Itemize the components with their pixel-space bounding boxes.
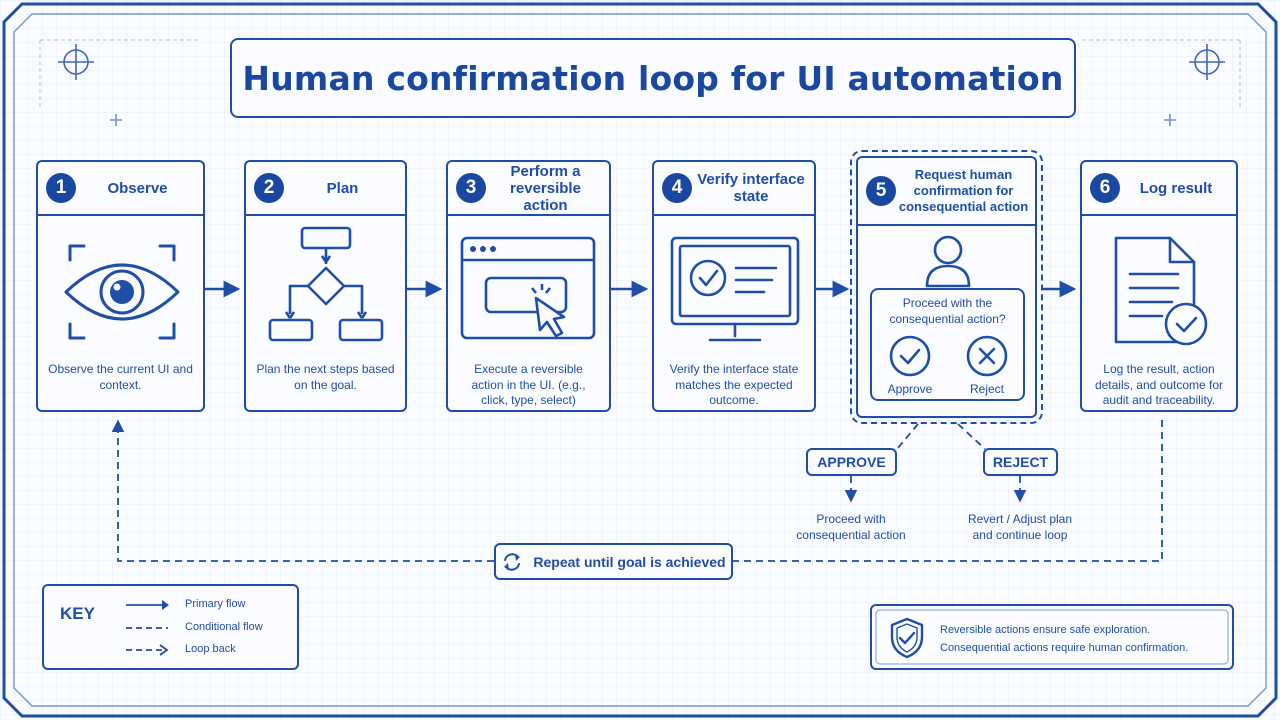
step-observe-card: 1 Observe Observe the current UI and con… [36,160,205,412]
step-title: Request human confirmation for consequen… [898,167,1029,214]
step-reversible-action-card: 3 Perform a reversible action Execute a … [446,160,611,412]
step-title: Perform a reversible action [510,162,581,214]
loop-back-text: Repeat until goal is achieved [533,553,726,570]
step-header: 1 Observe [38,162,203,216]
step-number-badge: 6 [1090,173,1120,203]
loop-back-label: Repeat until goal is achieved [494,543,733,580]
step-description: Execute a reversible action in the UI. (… [471,362,586,407]
step-description: Plan the next steps based on the goal. [256,362,395,392]
step-description: Observe the current UI and context. [48,362,193,392]
reject-option[interactable]: Reject [957,334,1017,398]
step-plan-card: 2 Plan Plan the next steps based on the … [244,160,407,412]
step-title: Plan [326,179,359,197]
shield-check-icon [890,617,924,659]
safety-note: Reversible actions ensure safe explorati… [870,604,1234,670]
step-title: Observe [107,179,168,197]
legend-line-samples [126,600,169,656]
diagram-title: Human confirmation loop for UI automatio… [230,38,1076,118]
monitor-check-icon [670,236,800,342]
legend-key: KEY Primary flow Conditional flow Loop b… [42,584,299,670]
reject-x-icon [966,335,1008,377]
legend-loop-back: Loop back [185,643,236,655]
step-description: Verify the interface state matches the e… [669,362,799,407]
step-number-badge: 1 [46,173,76,203]
refresh-icon [504,552,521,571]
step-header: 4 Verify interface state [654,162,814,216]
step-title: Log result [1139,179,1213,197]
step-human-confirmation-card: 5 Request human confirmation for consequ… [850,150,1043,424]
legend-primary-flow: Primary flow [185,598,246,610]
approve-outcome: Proceed with consequential action [796,512,906,542]
approve-branch-label: APPROVE [806,448,897,476]
approve-check-icon [889,335,931,377]
step-number-badge: 4 [662,173,692,203]
step-header: 5 Request human confirmation for consequ… [858,158,1035,226]
step-description: Log the result, action details, and outc… [1094,362,1224,407]
reject-branch-label: REJECT [983,448,1058,476]
approve-label: Approve [887,382,933,396]
eye-icon [64,244,180,340]
step-number-badge: 5 [866,176,896,206]
reject-label: Reject [969,382,1004,396]
confirmation-prompt: Proceed with the consequential action? [889,296,1006,326]
document-check-icon [1114,236,1208,346]
step-log-result-card: 6 Log result Log the result, action deta… [1080,160,1238,412]
browser-click-icon [460,236,596,340]
note-line-2: Consequential actions require human conf… [940,642,1189,654]
step-number-badge: 2 [254,173,284,203]
legend-conditional-flow: Conditional flow [185,621,263,633]
flowchart-icon [268,226,384,342]
step-human-confirmation-inner: 5 Request human confirmation for consequ… [856,156,1037,418]
step-header: 3 Perform a reversible action [448,162,609,216]
confirmation-dialog: Proceed with the consequential action? A… [870,288,1025,401]
step-verify-card: 4 Verify interface state Verify the inte… [652,160,816,412]
reject-outcome: Revert / Adjust plan and continue loop [967,512,1073,542]
person-icon [925,235,971,288]
step-header: 2 Plan [246,162,405,216]
step-header: 6 Log result [1082,162,1236,216]
step-title: Verify interface state [697,171,805,205]
note-frame-accent [875,609,1229,665]
legend-title: KEY [60,604,95,623]
step-number-badge: 3 [456,173,486,203]
approve-option[interactable]: Approve [880,334,940,398]
note-line-1: Reversible actions ensure safe explorati… [940,624,1151,636]
